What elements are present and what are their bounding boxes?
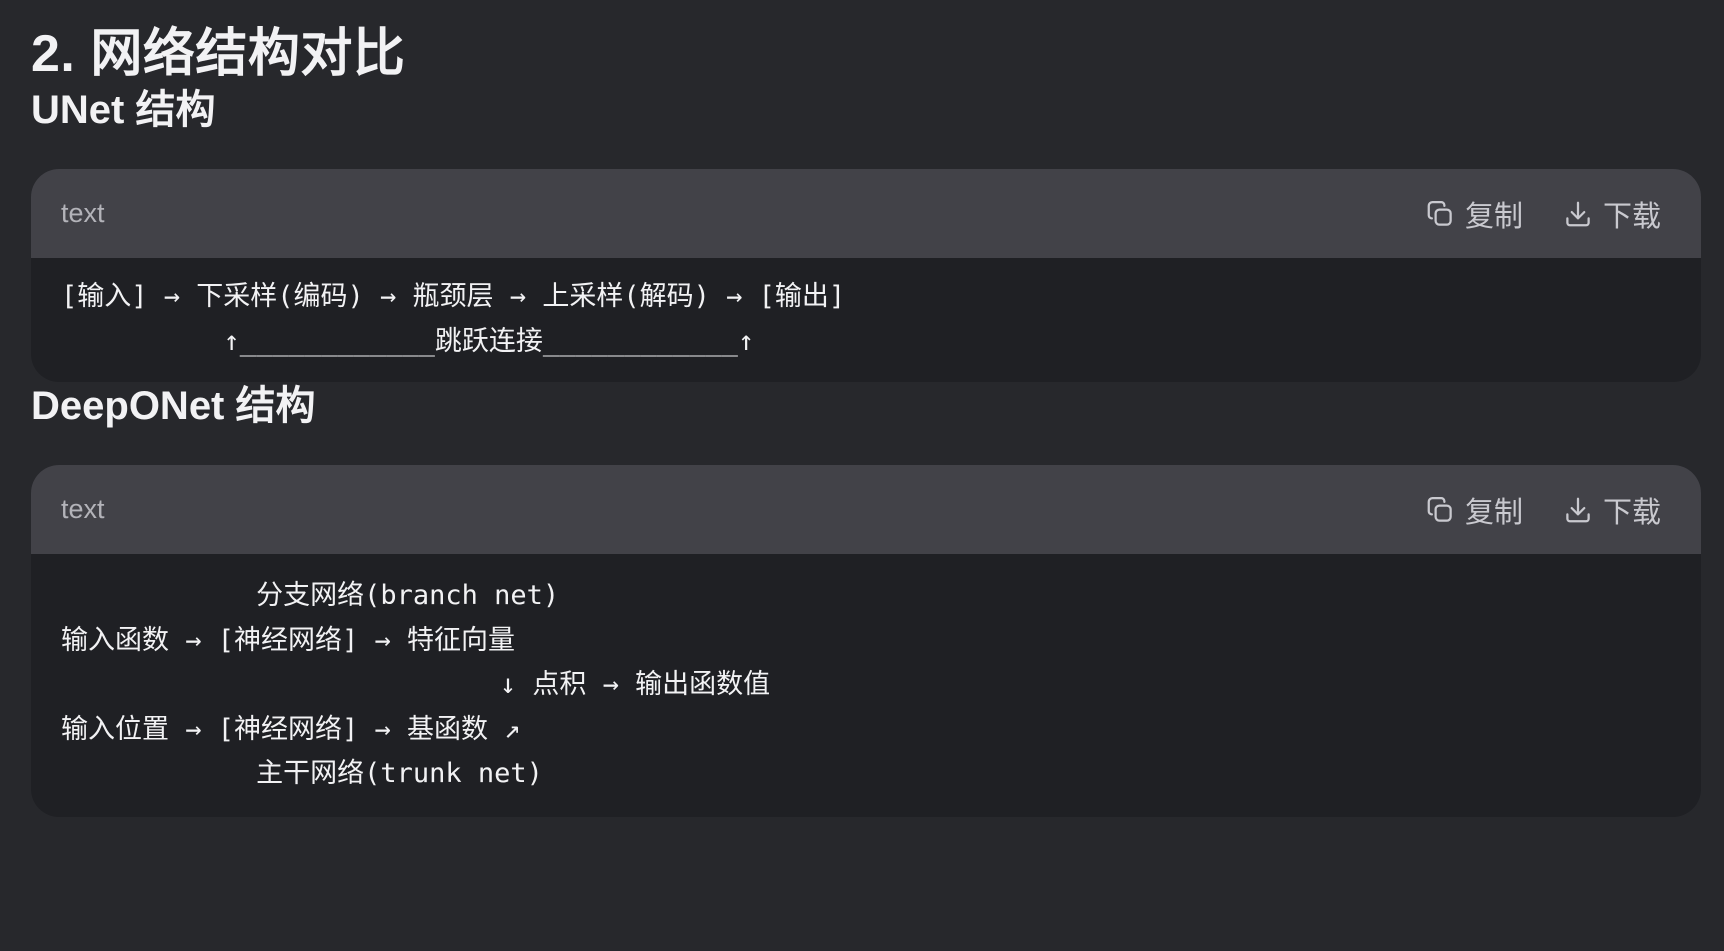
code-content: [输入] → 下采样(编码) → 瓶颈层 → 上采样(解码) → [输出] ↑_… <box>61 281 846 357</box>
unet-title: UNet 结构 <box>31 88 216 132</box>
code-language-label: text <box>61 494 105 524</box>
download-button[interactable]: 下载 <box>1563 193 1661 235</box>
copy-button[interactable]: 复制 <box>1425 193 1523 235</box>
download-button[interactable]: 下载 <box>1563 489 1661 531</box>
download-icon <box>1563 199 1593 229</box>
section-title: 2. 网络结构对比 <box>31 25 406 83</box>
download-label: 下载 <box>1602 496 1661 529</box>
copy-icon <box>1425 495 1455 525</box>
code-actions: 复制 下载 <box>1425 489 1661 531</box>
code-language-label: text <box>61 198 105 228</box>
copy-icon <box>1425 199 1455 229</box>
copy-label: 复制 <box>1464 200 1523 233</box>
code-header: text 复制 <box>31 169 1701 258</box>
code-actions: 复制 下载 <box>1425 193 1661 235</box>
code-content: 分支网络(branch net) 输入函数 → [神经网络] → 特征向量 ↓ … <box>61 580 771 789</box>
code-header: text 复制 <box>31 465 1701 554</box>
copy-label: 复制 <box>1464 496 1523 529</box>
download-label: 下载 <box>1602 200 1661 233</box>
copy-button[interactable]: 复制 <box>1425 489 1523 531</box>
deeponet-code-block: text 复制 <box>31 465 1701 817</box>
download-icon <box>1563 495 1593 525</box>
deeponet-title: DeepONet 结构 <box>31 384 316 428</box>
unet-code-block: text 复制 <box>31 169 1701 382</box>
